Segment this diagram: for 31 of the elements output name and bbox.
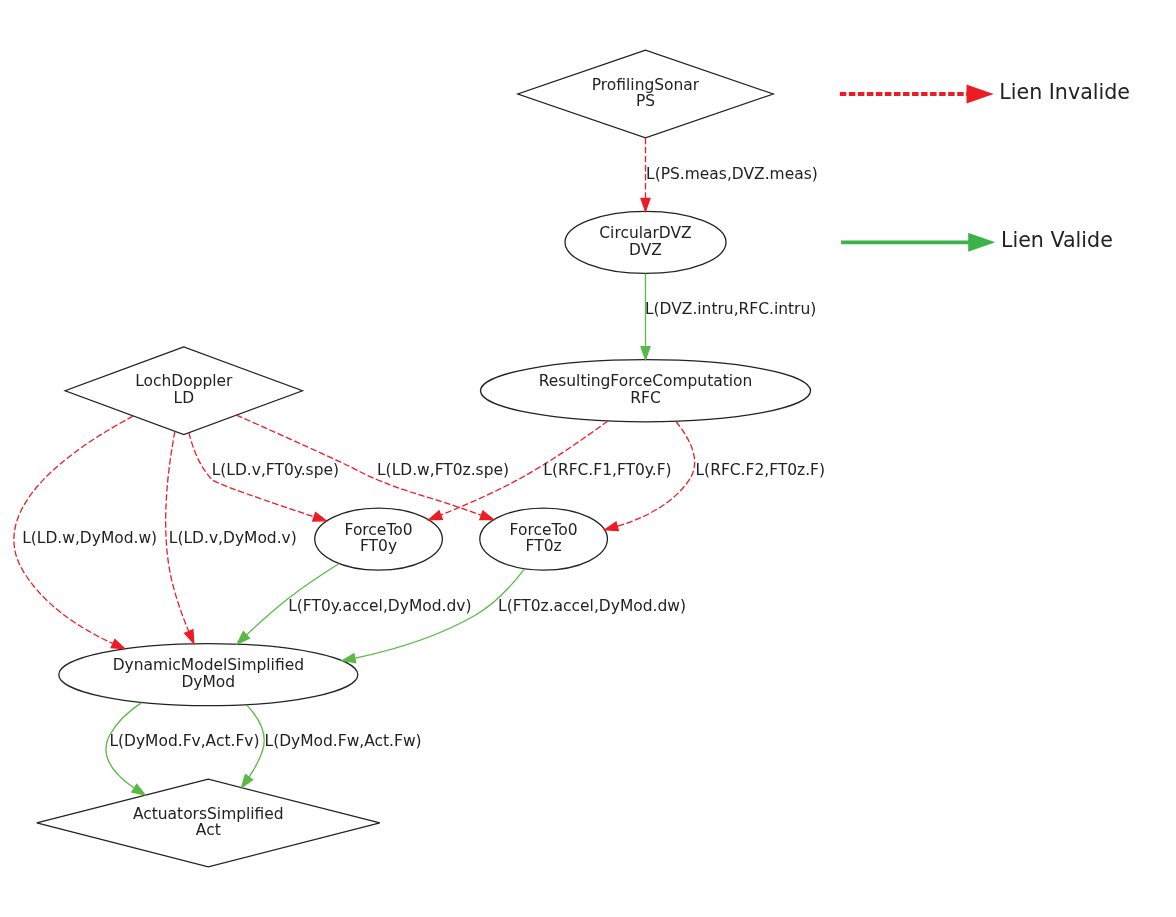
arrow [188, 432, 329, 522]
arrow [240, 704, 265, 790]
node-diamond: LochDoppler LD [63, 346, 305, 436]
edge-label: L(RFC.F1,FT0y.F) [543, 461, 672, 480]
arrow [340, 568, 526, 664]
edge-label: L(RFC.F2,FT0z.F) [695, 461, 826, 480]
edge-label: L(LD.v,FT0y.spe) [211, 461, 340, 480]
arrow [235, 563, 340, 646]
edge-label: L(LD.w,FT0z.spe) [377, 461, 510, 480]
edge-label: L(FT0z.accel,DyMod.dw) [498, 596, 686, 615]
legend-label: Lien Valide [1000, 228, 1113, 253]
arrow [640, 272, 651, 362]
arrow [13, 415, 134, 650]
legend-label: Lien Invalide [999, 79, 1131, 104]
edge-label: L(PS.meas,DVZ.meas) [646, 164, 818, 183]
arrow [602, 420, 696, 532]
edge-label: L(DyMod.Fw,Act.Fw) [264, 732, 422, 751]
node-ellipse: CircularDVZ DVZ [564, 210, 727, 275]
node-ellipse: ResultingForceComputation RFC [479, 359, 812, 423]
arrow [105, 702, 147, 797]
node-diamond: ProfilingSonar PS [515, 49, 776, 139]
arrow [640, 137, 651, 214]
arrow [426, 420, 609, 521]
edge-label: L(FT0y.accel,DyMod.dv) [288, 596, 472, 615]
edge-label: L(DyMod.Fv,Act.Fv) [109, 732, 260, 751]
node-diamond: ActuatorsSimplified Act [36, 778, 381, 868]
arrow [165, 430, 195, 646]
arrow [235, 414, 496, 521]
edge-label: L(DVZ.intru,RFC.intru) [644, 300, 817, 319]
edge-label: L(LD.v,DyMod.v) [168, 529, 297, 548]
edge-label: L(LD.w,DyMod.w) [22, 529, 158, 548]
